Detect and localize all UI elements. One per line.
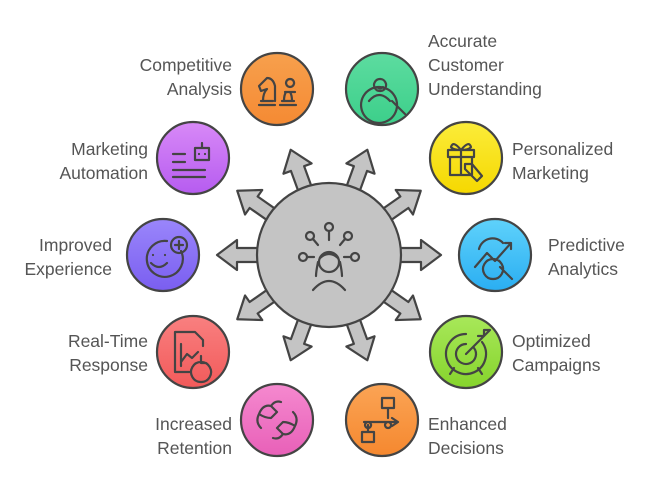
benefit-label: Analysis [167, 79, 232, 99]
benefit-label: Predictive [548, 235, 625, 255]
magnifier-person-icon [359, 77, 407, 125]
hub [255, 181, 403, 329]
report-clock-icon [173, 330, 213, 384]
benefit-label: Automation [59, 163, 148, 183]
benefit-circle [428, 314, 504, 390]
benefit-label: Campaigns [512, 355, 601, 375]
smiley-plus-icon [145, 235, 189, 278]
benefit-circle [344, 382, 420, 458]
benefit-label: Analytics [548, 259, 618, 279]
benefit-label: Decisions [428, 438, 504, 458]
benefit-label: Response [69, 355, 148, 375]
benefit-label: Accurate [428, 31, 497, 51]
benefit-circle [239, 51, 315, 127]
target-arrow-icon [444, 328, 492, 376]
chess-pieces-icon [257, 76, 298, 107]
benefit-label: Improved [39, 235, 112, 255]
benefit-circle [155, 120, 231, 196]
gift-tag-icon [446, 143, 484, 183]
benefit-circle [239, 382, 315, 458]
benefit-label: Enhanced [428, 414, 507, 434]
benefit-label: Retention [157, 438, 232, 458]
benefit-label: Personalized [512, 139, 613, 159]
benefit-label: Marketing [512, 163, 589, 183]
benefit-label: Optimized [512, 331, 591, 351]
robot-list-icon [171, 141, 211, 179]
benefit-circle [457, 217, 533, 293]
benefit-label: Understanding [428, 79, 542, 99]
benefit-circle [125, 217, 201, 293]
handshake-icon [256, 400, 298, 440]
benefit-label: Increased [155, 414, 232, 434]
person-insights-icon [297, 221, 361, 292]
benefit-label: Marketing [71, 139, 148, 159]
trend-search-icon [473, 237, 514, 281]
benefit-label: Competitive [140, 55, 232, 75]
benefit-label: Real-Time [68, 331, 148, 351]
benefit-label: Experience [24, 259, 112, 279]
flowchart-icon [360, 396, 400, 444]
benefit-label: Customer [428, 55, 504, 75]
